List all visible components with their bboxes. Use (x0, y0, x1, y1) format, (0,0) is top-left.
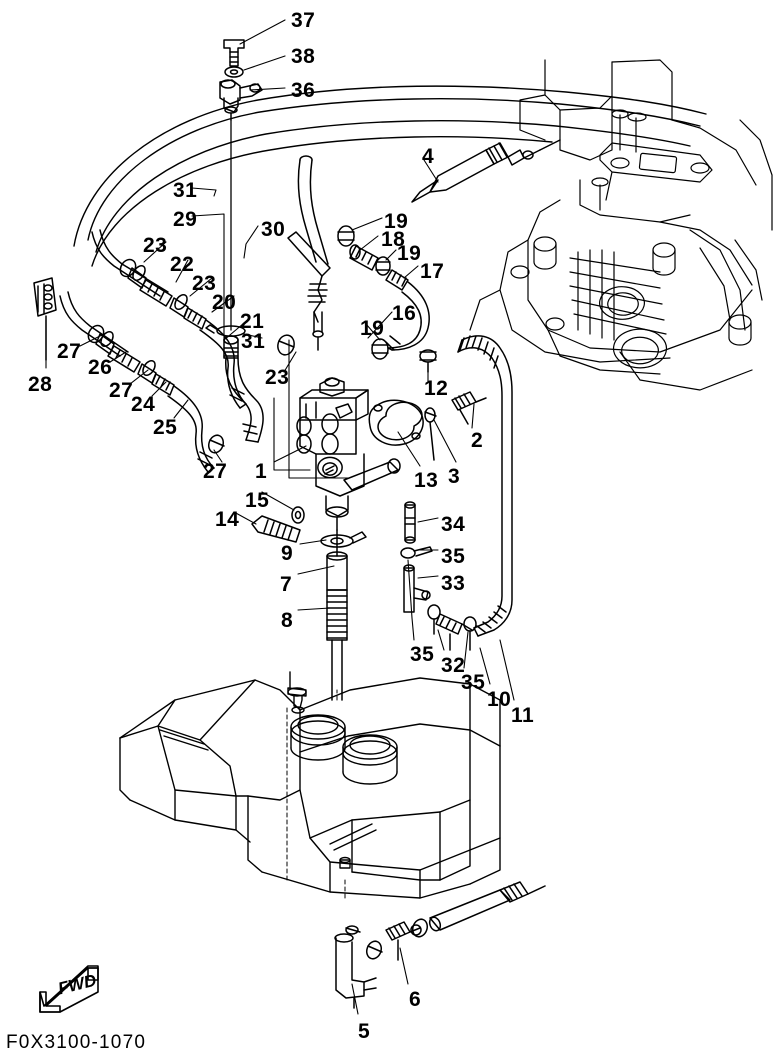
callout-number-3-clamp: 3 (448, 465, 461, 488)
hose-run-upper-left (91, 229, 247, 409)
callout-number-22-union-joint: 22 (170, 253, 195, 276)
callout-number-33-joint: 33 (441, 572, 466, 595)
callout-number-23-clamp: 23 (192, 272, 217, 295)
callout-number-15-washer: 15 (245, 489, 270, 512)
engine-reference-outline (469, 59, 773, 391)
part-26-union (107, 345, 141, 373)
callout-number-29-hose-joint: 29 (173, 208, 198, 231)
part-20-hose (183, 307, 207, 330)
part-27-clamp-c (207, 434, 225, 454)
callout-number-34-pin: 34 (441, 513, 466, 536)
part-5-elbow-hose (334, 933, 377, 1009)
callout-number-14-bolt: 14 (215, 508, 240, 531)
part-35-clip-c (463, 616, 477, 651)
callout-number-10-hose: 10 (487, 688, 512, 711)
callout-number-38-washer: 38 (291, 45, 316, 68)
part-38-washer (224, 66, 244, 78)
part-18-union (349, 244, 379, 271)
callout-number-12-clamp: 12 (424, 377, 449, 400)
part-28-hose-holder (33, 277, 57, 361)
part-9-clamp (320, 531, 367, 548)
callout-number-9-clamp: 9 (281, 542, 294, 565)
callout-number-24-hose: 24 (131, 393, 156, 416)
callout-number-31-clamp: 31 (241, 330, 266, 353)
part-1-fuel-pump (273, 339, 401, 531)
callout-number-23-clamp: 23 (143, 234, 168, 257)
part-33-joint (403, 564, 431, 613)
part-36-joint (219, 79, 263, 121)
part-35-clip-a (400, 546, 433, 559)
long-hose-runs (73, 85, 707, 267)
callout-number-27-clamp: 27 (109, 379, 134, 402)
callout-number-35-clip: 35 (461, 671, 486, 694)
callout-number-19-clamp: 19 (384, 210, 409, 233)
part-bottom-clamps (345, 918, 429, 960)
filler-neck-a (290, 714, 346, 761)
callout-number-5-elbow-hose: 5 (358, 1020, 371, 1043)
callout-number-4-fuel-filter-assembly: 4 (422, 145, 435, 168)
callout-number-19-clamp: 19 (360, 317, 385, 340)
callout-number-23-clamp: 23 (265, 366, 290, 389)
callout-number-13-gasket: 13 (414, 469, 439, 492)
callout-number-20-hose: 20 (212, 291, 237, 314)
part-14-bolt (251, 515, 301, 543)
part-37-bolt (223, 39, 245, 67)
part-8-corrugated-hose (326, 589, 348, 701)
fuel-tank (119, 671, 501, 901)
callout-number-25-hose: 25 (153, 416, 178, 439)
center-injector (287, 231, 331, 351)
callout-number-6-joint-fitting: 6 (409, 988, 422, 1011)
forward-direction-arrow (39, 965, 99, 1013)
part-6-fitting (385, 921, 422, 961)
drawing-code: F0X3100-1070 (6, 1032, 147, 1053)
callout-number-32-union-joint: 32 (441, 654, 466, 677)
part-30-hose (225, 357, 264, 443)
callout-number-28-hose-holder: 28 (28, 373, 53, 396)
callout-number-8-corrugated-hose: 8 (281, 609, 294, 632)
callout-number-17-hose: 17 (420, 260, 445, 283)
part-3-clamp (424, 407, 437, 461)
part-2-joint (451, 391, 487, 425)
part-34-pin (404, 501, 416, 544)
callout-number-36-bracket-joint: 36 (291, 79, 316, 102)
part-19-clamp-c (371, 338, 389, 360)
tank-bottom-fitting (339, 856, 351, 869)
callout-number-26-union-joint: 26 (88, 356, 113, 379)
part-15-washer (291, 506, 305, 524)
callout-number-7-tube: 7 (280, 573, 293, 596)
callout-number-27-clamp: 27 (57, 340, 82, 363)
part-7-tube (326, 529, 348, 591)
tank-outlet-pipe (428, 881, 546, 932)
part-4-fuel-filter (411, 139, 561, 203)
center-hose-assembly (287, 155, 430, 360)
callout-number-35-clip: 35 (441, 545, 466, 568)
callout-number-1-fuel-pump-assembly: 1 (255, 460, 268, 483)
callout-number-35-clip: 35 (410, 643, 435, 666)
part-35-clip-b (427, 604, 441, 635)
callout-number-2-joint-fitting: 2 (471, 429, 484, 452)
part-19-clamp-a (337, 225, 355, 247)
callout-number-11-hose: 11 (511, 704, 535, 727)
callout-number-18-union-joint: 18 (381, 228, 406, 251)
part-13-gasket (368, 399, 424, 446)
callout-number-21-hose: 21 (240, 310, 265, 333)
filler-neck-b (342, 734, 398, 785)
part-22-union-a (139, 279, 173, 307)
callout-number-30-hose: 30 (261, 218, 286, 241)
part-23-clamp-c (277, 334, 295, 356)
callout-number-19-clamp: 19 (397, 242, 422, 265)
callout-number-27-clamp: 27 (203, 460, 228, 483)
part-10-11-hose (457, 335, 513, 637)
callout-number-16-hose: 16 (392, 302, 417, 325)
callout-number-37-bolt: 37 (291, 9, 316, 32)
part-17-hose-fitting (385, 269, 409, 291)
leader-lines (45, 19, 515, 1015)
tank-top-fitting (287, 671, 307, 714)
callout-number-31-clamp: 31 (173, 179, 198, 202)
part-21-hose (199, 319, 247, 409)
part-19-clamp-b (375, 256, 391, 276)
